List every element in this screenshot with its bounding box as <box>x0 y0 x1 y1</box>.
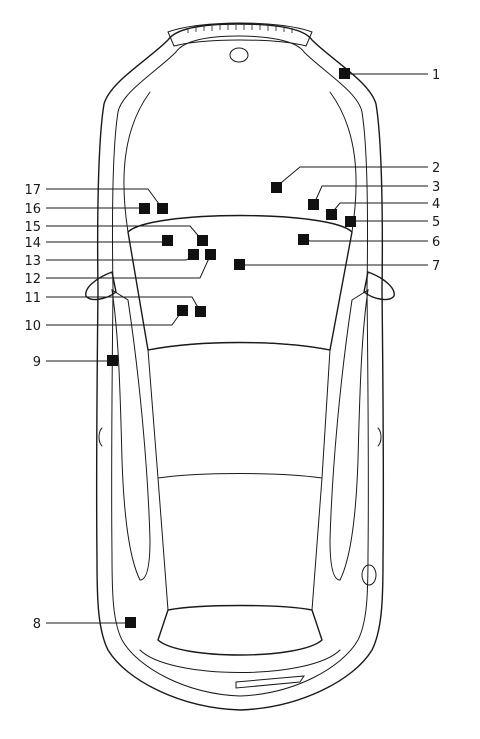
marker-1 <box>339 68 350 79</box>
marker-16 <box>139 203 150 214</box>
leader-2 <box>275 166 428 188</box>
fuel-flap <box>361 564 377 586</box>
callout-label-6: 6 <box>432 235 440 250</box>
leader-lines <box>46 73 428 624</box>
marker-15 <box>197 235 208 246</box>
callout-label-5: 5 <box>432 215 440 230</box>
callout-label-9: 9 <box>33 355 41 370</box>
windshield <box>127 214 353 351</box>
marker-3 <box>308 199 319 210</box>
hood-line-left <box>123 91 151 233</box>
hood-line-right <box>329 91 357 233</box>
car-inner-outline <box>111 35 369 697</box>
callout-label-11: 11 <box>24 291 41 306</box>
leader-4 <box>330 202 428 215</box>
leader-10 <box>46 310 183 326</box>
rear-window <box>157 604 323 656</box>
roof-rear-edge <box>157 473 323 479</box>
leader-15 <box>46 225 203 241</box>
mirror-right <box>363 271 395 301</box>
callout-label-7: 7 <box>432 259 440 274</box>
marker-8 <box>125 617 136 628</box>
marker-17 <box>157 203 168 214</box>
leader-3 <box>313 185 428 205</box>
leader-12 <box>46 255 211 279</box>
car-body <box>85 22 395 711</box>
marker-6 <box>298 234 309 245</box>
door-left <box>111 289 151 581</box>
roof-right-edge <box>311 349 331 611</box>
marker-14 <box>162 235 173 246</box>
callout-label-2: 2 <box>432 161 440 176</box>
callout-label-8: 8 <box>33 617 41 632</box>
leader-13 <box>46 255 194 261</box>
marker-12 <box>205 249 216 260</box>
callout-label-16: 16 <box>24 202 41 217</box>
roof-left-edge <box>147 349 169 611</box>
front-grille <box>167 22 313 47</box>
callout-label-12: 12 <box>24 272 41 287</box>
marker-11 <box>195 306 206 317</box>
rear-plate <box>235 675 305 689</box>
door-right <box>329 289 369 581</box>
leader-6 <box>303 238 428 242</box>
callout-label-17: 17 <box>24 183 41 198</box>
callout-label-13: 13 <box>24 254 41 269</box>
callout-label-3: 3 <box>432 180 440 195</box>
leader-11 <box>46 296 201 312</box>
callout-label-10: 10 <box>24 319 41 334</box>
callout-label-15: 15 <box>24 220 41 235</box>
door-handle-left <box>98 427 103 447</box>
roof-front-edge <box>147 342 331 351</box>
callout-label-4: 4 <box>432 197 440 212</box>
callout-label-14: 14 <box>24 236 41 251</box>
marker-10 <box>177 305 188 316</box>
car-outer-outline <box>95 23 385 711</box>
marker-7 <box>234 259 245 270</box>
marker-9 <box>107 355 118 366</box>
callout-label-1: 1 <box>432 68 440 83</box>
grille-ticks <box>187 25 293 33</box>
marker-4 <box>326 209 337 220</box>
callout-labels: 1 2 3 4 5 6 7 8 9 10 11 12 13 14 15 16 1… <box>24 68 440 632</box>
marker-5 <box>345 216 356 227</box>
front-emblem <box>229 47 249 63</box>
tailgate <box>139 649 341 673</box>
door-handle-right <box>377 427 382 447</box>
markers <box>107 68 356 628</box>
marker-13 <box>188 249 199 260</box>
leader-17 <box>46 188 163 209</box>
marker-2 <box>271 182 282 193</box>
mirror-left <box>85 271 117 301</box>
